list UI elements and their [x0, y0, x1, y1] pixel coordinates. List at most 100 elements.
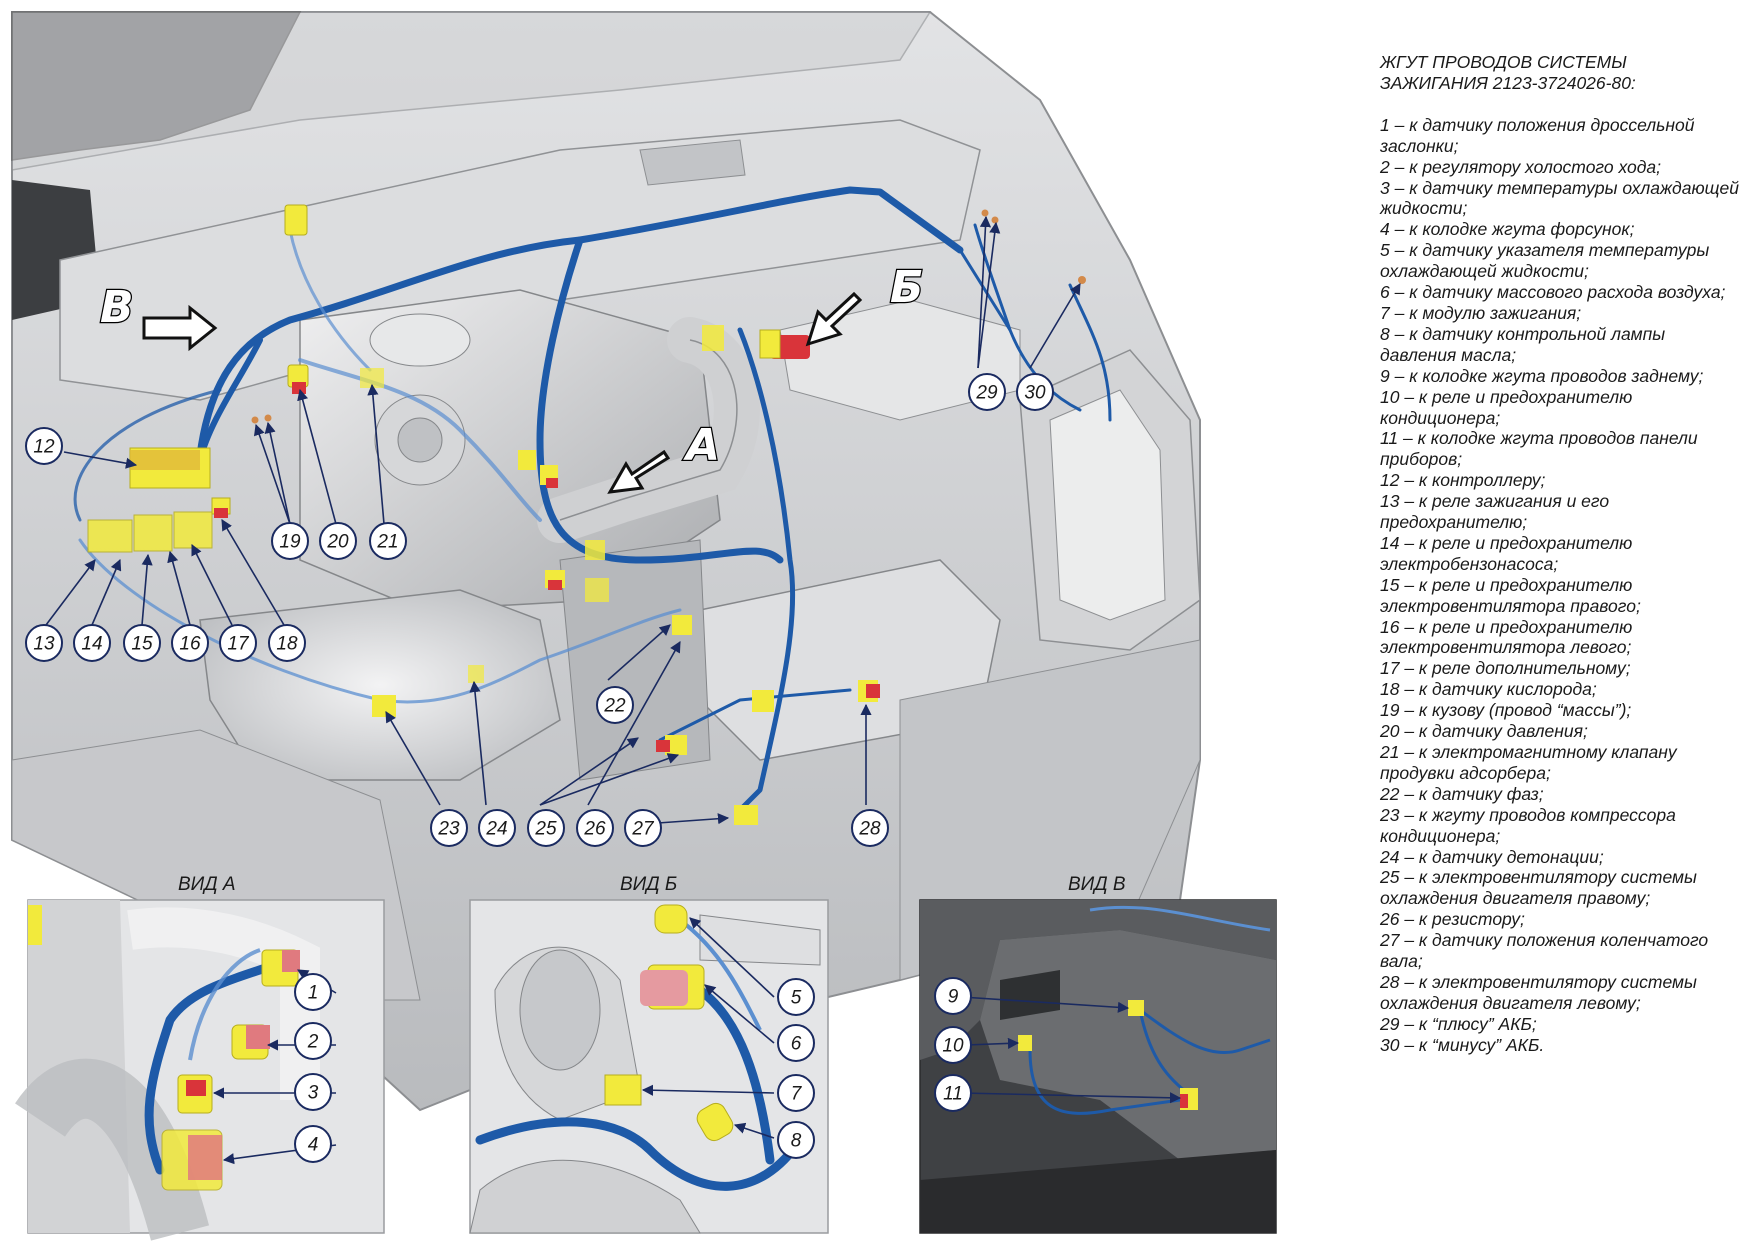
callout-8: 8 [777, 1121, 815, 1159]
callout-circle [219, 624, 257, 662]
callout-19: 19 [271, 522, 309, 560]
legend-item-12: 12 – к контроллеру; [1380, 470, 1546, 491]
callout-9: 9 [934, 977, 972, 1015]
callout-number: 27 [631, 819, 655, 840]
legend-list: 1 – к датчику положения дроссельной засл… [1380, 115, 1745, 1056]
callout-16: 16 [171, 624, 209, 662]
callout-number: 3 [308, 1083, 319, 1104]
callout-circle [777, 1121, 815, 1159]
legend-item-9: 9 – к колодке жгута проводов заднему; [1380, 365, 1704, 386]
callout-20: 20 [319, 522, 357, 560]
callout-number: 10 [942, 1036, 964, 1057]
callout-circle [123, 624, 161, 662]
view-letter-a: А [683, 420, 720, 471]
legend-item-2: 2 – к регулятору холостого хода; [1380, 156, 1662, 177]
callout-circle [624, 809, 662, 847]
view-arrow-b: Б [805, 261, 925, 347]
legend-item-8: 8 – к датчику контрольной лампы давления… [1380, 323, 1666, 365]
callout-circle [25, 624, 63, 662]
legend-item-14: 14 – к реле и предохранителю электробенз… [1380, 532, 1633, 574]
callout-24: 24 [478, 809, 516, 847]
callout-15: 15 [123, 624, 161, 662]
legend-item-5: 5 – к датчику указателя температуры охла… [1380, 240, 1710, 282]
callout-number: 9 [948, 987, 959, 1008]
callout-circle [968, 373, 1006, 411]
callout-circle [73, 624, 111, 662]
view-letter-v: В [100, 282, 134, 333]
callout-10: 10 [934, 1026, 972, 1064]
legend-title: ЖГУТ ПРОВОДОВ СИСТЕМЫ ЗАЖИГАНИЯ 2123-372… [1380, 52, 1745, 94]
callout-21: 21 [369, 522, 407, 560]
callout-17: 17 [219, 624, 257, 662]
legend-item-27: 27 – к датчику положения коленчатого вал… [1380, 930, 1709, 972]
legend-item-4: 4 – к колодке жгута форсунок; [1380, 219, 1635, 240]
legend-item-22: 22 – к датчику фаз; [1380, 783, 1544, 804]
view-arrow-v: В [99, 281, 218, 352]
callout-14: 14 [73, 624, 111, 662]
callout-circle [369, 522, 407, 560]
legend-item-19: 19 – к кузову (провод “массы”); [1380, 700, 1632, 721]
callout-12: 12 [25, 427, 63, 465]
callout-circle [430, 809, 468, 847]
callout-number: 5 [791, 988, 802, 1009]
legend-item-30: 30 – к “минусу” АКБ. [1380, 1034, 1545, 1055]
callout-number: 29 [975, 383, 998, 404]
legend-item-24: 24 – к датчику детонации; [1380, 846, 1604, 867]
callout-29: 29 [968, 373, 1006, 411]
callout-number: 26 [583, 819, 606, 840]
view-v-title: ВИД В [1068, 874, 1126, 895]
callout-number: 22 [603, 696, 626, 717]
callout-number: 4 [308, 1135, 319, 1156]
callout-2: 2 [294, 1022, 332, 1060]
callout-circle [527, 809, 565, 847]
callout-number: 13 [33, 634, 55, 655]
callout-26: 26 [576, 809, 614, 847]
callout-circle [319, 522, 357, 560]
harness-connectors [87, 204, 1086, 825]
legend-item-13: 13 – к реле зажигания и его предохраните… [1380, 491, 1610, 533]
callout-number: 20 [326, 532, 349, 553]
view-a-panel [15, 899, 385, 1241]
legend-item-11: 11 – к колодке жгута проводов панели при… [1380, 428, 1698, 470]
legend-title-line2: ЗАЖИГАНИЯ 2123-3724026-80: [1380, 72, 1636, 93]
callout-number: 24 [485, 819, 507, 840]
callout-1: 1 [294, 973, 332, 1011]
callout-circle [777, 1024, 815, 1062]
callout-circle [294, 1022, 332, 1060]
callout-5: 5 [777, 978, 815, 1016]
legend-item-16: 16 – к реле и предохранителю электровент… [1380, 616, 1633, 658]
callout-4: 4 [294, 1125, 332, 1163]
callout-18: 18 [268, 624, 306, 662]
view-letter-b: Б [890, 262, 924, 313]
callout-number: 21 [376, 532, 398, 553]
legend-item-15: 15 – к реле и предохранителю электровент… [1380, 574, 1641, 616]
callout-number: 17 [227, 634, 250, 655]
legend-item-3: 3 – к датчику температуры охлаждающей жи… [1380, 177, 1739, 219]
callout-circle [294, 1073, 332, 1111]
callout-23: 23 [430, 809, 468, 847]
callout-number: 16 [179, 634, 201, 655]
callout-number: 28 [858, 819, 881, 840]
callout-circle [294, 1125, 332, 1163]
callout-number: 25 [534, 819, 557, 840]
legend-item-29: 29 – к “плюсу” АКБ; [1380, 1013, 1537, 1034]
callout-13: 13 [25, 624, 63, 662]
callout-number: 30 [1024, 383, 1046, 404]
legend-item-7: 7 – к модулю зажигания; [1380, 302, 1582, 323]
callout-circle [777, 1074, 815, 1112]
callout-circle [171, 624, 209, 662]
callout-number: 11 [943, 1084, 963, 1105]
callout-circle [478, 809, 516, 847]
callout-11: 11 [934, 1074, 972, 1112]
callout-circle [934, 1074, 972, 1112]
callout-number: 12 [33, 437, 55, 458]
legend-item-1: 1 – к датчику положения дроссельной засл… [1380, 114, 1695, 156]
legend-item-21: 21 – к электромагнитному клапану продувк… [1380, 742, 1677, 783]
view-b-title: ВИД Б [620, 874, 677, 895]
legend-item-26: 26 – к резистору; [1380, 909, 1525, 930]
wiring-harness [73, 186, 1112, 813]
legend-item-18: 18 – к датчику кислорода; [1380, 679, 1597, 700]
callout-number: 2 [307, 1032, 319, 1053]
legend-item-28: 28 – к электровентилятору системы охлажд… [1380, 971, 1697, 1013]
callout-circle [934, 1026, 972, 1064]
